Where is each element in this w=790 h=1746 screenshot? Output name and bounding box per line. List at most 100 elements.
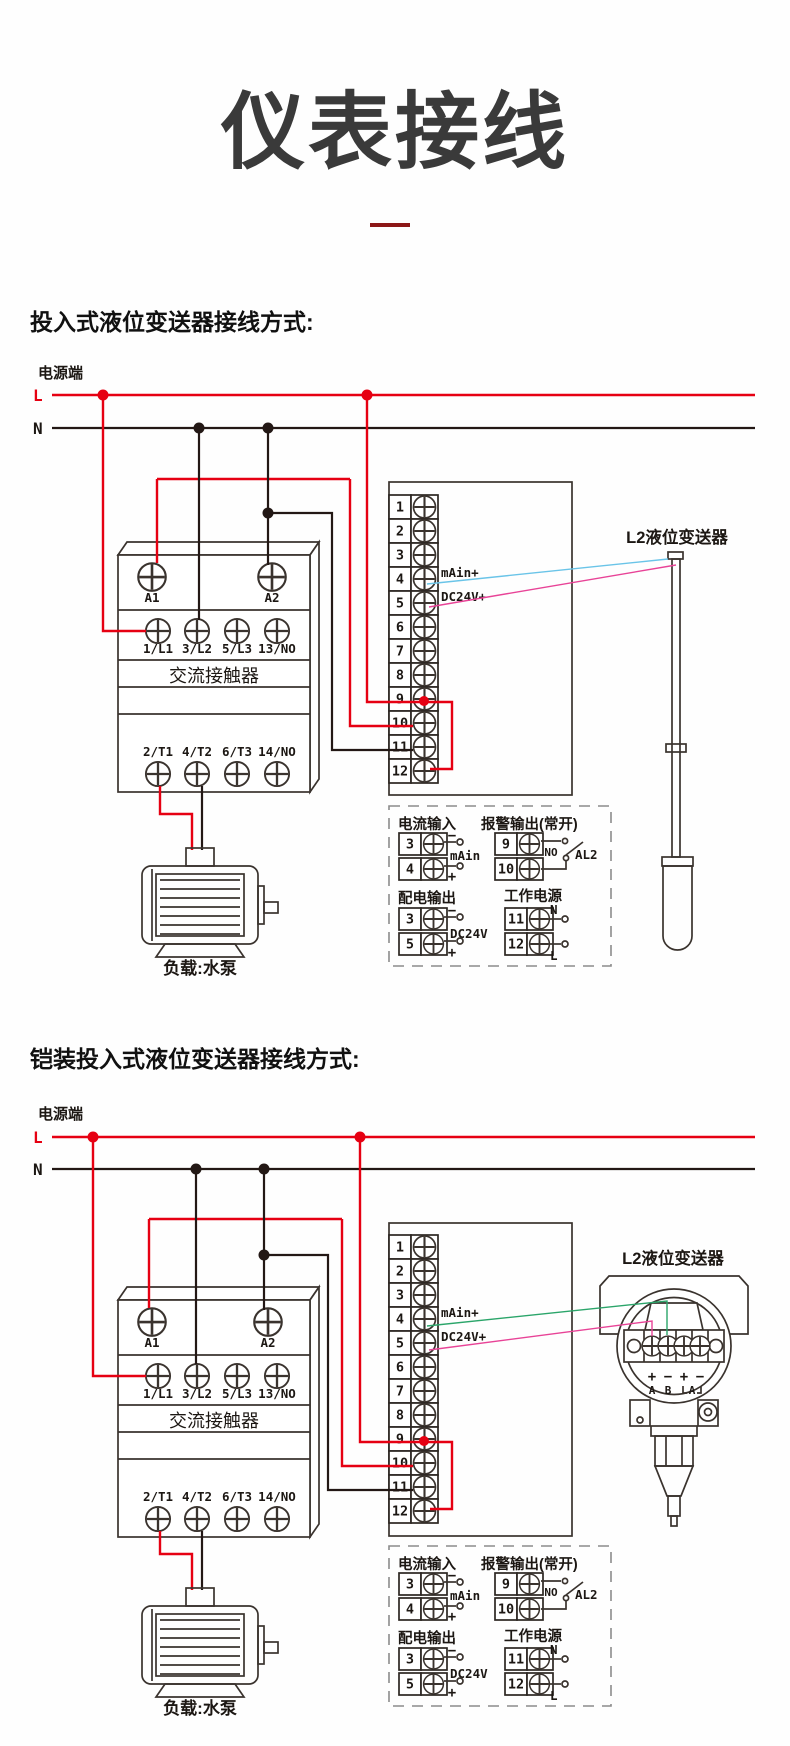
svg-text:8: 8 bbox=[396, 1408, 404, 1424]
svg-text:AL2: AL2 bbox=[575, 847, 598, 862]
pump-motor: 负载:水泵 bbox=[141, 1531, 279, 1718]
svg-text:3: 3 bbox=[406, 1652, 414, 1668]
svg-text:N: N bbox=[550, 902, 558, 917]
screw-terminal bbox=[136, 561, 168, 593]
svg-text:L: L bbox=[550, 1688, 558, 1703]
svg-text:5: 5 bbox=[396, 596, 404, 612]
svg-text:2/T1: 2/T1 bbox=[143, 1489, 173, 1504]
svg-text:−: − bbox=[696, 1369, 704, 1385]
svg-text:1: 1 bbox=[396, 500, 404, 516]
svg-text:7: 7 bbox=[396, 644, 404, 660]
svg-text:DC24V+: DC24V+ bbox=[441, 1329, 487, 1344]
screw-terminal bbox=[256, 561, 288, 593]
section1-heading: 投入式液位变送器接线方式: bbox=[30, 309, 314, 335]
svg-text:AL2: AL2 bbox=[575, 1587, 598, 1602]
ac-contactor: A1 A2 1/L1 3/L2 5/L3 13/NO 交流接触器 2/T1 4/… bbox=[116, 1284, 321, 1540]
svg-text:DC24V: DC24V bbox=[450, 1666, 488, 1681]
power-source-label: 电源端 bbox=[38, 1105, 83, 1123]
pump-motor: 负载:水泵 bbox=[141, 786, 279, 978]
svg-text:6/T3: 6/T3 bbox=[222, 1489, 252, 1504]
svg-text:12: 12 bbox=[392, 764, 408, 780]
svg-text:NO: NO bbox=[544, 846, 558, 859]
svg-text:13/NO: 13/NO bbox=[258, 641, 296, 656]
transmitter-label: L2液位变送器 bbox=[622, 1248, 724, 1268]
svg-text:10: 10 bbox=[498, 862, 514, 878]
svg-text:mAin+: mAin+ bbox=[441, 1305, 479, 1320]
svg-text:1/L1: 1/L1 bbox=[143, 1386, 173, 1401]
svg-text:报警输出(常开): 报警输出(常开) bbox=[481, 815, 578, 833]
svg-text:+: + bbox=[448, 945, 456, 961]
svg-text:−: − bbox=[448, 1643, 456, 1659]
svg-text:10: 10 bbox=[498, 1602, 514, 1618]
svg-text:+: + bbox=[648, 1369, 656, 1385]
svg-text:6: 6 bbox=[396, 1360, 404, 1376]
svg-text:8: 8 bbox=[396, 668, 404, 684]
ac-contactor: A1 A2 1/L1 3/L2 5/L3 13/NO 交流接触器 2/T1 4/… bbox=[116, 539, 321, 795]
terminal-detail-panel: 电流输入 3 4 − mAin + 报警输出(常开) 9 10 NO AL2 bbox=[388, 805, 612, 967]
svg-text:11: 11 bbox=[392, 1480, 408, 1496]
svg-text:9: 9 bbox=[502, 837, 510, 853]
svg-text:mAin: mAin bbox=[450, 1588, 480, 1603]
svg-text:14/NO: 14/NO bbox=[258, 744, 296, 759]
svg-text:NO: NO bbox=[544, 1586, 558, 1599]
svg-text:L: L bbox=[33, 1128, 43, 1147]
svg-text:5: 5 bbox=[406, 937, 414, 953]
signal-wire-dc24v bbox=[428, 1320, 653, 1351]
svg-text:+: + bbox=[448, 869, 456, 885]
line-N-label: N bbox=[33, 419, 43, 438]
svg-text:2: 2 bbox=[396, 1264, 404, 1280]
svg-text:3/L2: 3/L2 bbox=[182, 1386, 212, 1401]
svg-text:4: 4 bbox=[406, 862, 414, 878]
svg-text:4: 4 bbox=[396, 572, 404, 588]
title-underline bbox=[370, 223, 410, 227]
svg-text:12: 12 bbox=[392, 1504, 408, 1520]
svg-text:+: + bbox=[448, 1685, 456, 1701]
svg-text:工作电源: 工作电源 bbox=[504, 887, 562, 905]
svg-text:4: 4 bbox=[396, 1312, 404, 1328]
instrument-terminal-block: 1 2 3 4 5 6 7 8 9 10 11 12 mAin+ DC24V+ bbox=[388, 481, 573, 796]
svg-text:1/L1: 1/L1 bbox=[143, 641, 173, 656]
svg-text:B: B bbox=[665, 1384, 672, 1397]
svg-text:12: 12 bbox=[508, 937, 524, 953]
diagram-submersible: 电源端 L N A1 A2 1/L1 bbox=[33, 364, 755, 978]
svg-text:−: − bbox=[664, 1369, 672, 1385]
svg-text:10: 10 bbox=[392, 716, 408, 732]
svg-text:−: − bbox=[448, 903, 456, 919]
svg-text:A: A bbox=[649, 1384, 656, 1397]
svg-text:9: 9 bbox=[396, 692, 404, 708]
svg-text:5/L3: 5/L3 bbox=[222, 641, 252, 656]
svg-text:4/T2: 4/T2 bbox=[182, 744, 212, 759]
terminal-detail-panel: 电流输入 3 4 − mAin + 报警输出(常开) 9 10 NO AL2 bbox=[388, 1545, 612, 1707]
svg-text:A2: A2 bbox=[260, 1335, 275, 1350]
svg-text:13/NO: 13/NO bbox=[258, 1386, 296, 1401]
t5-signal-label: DC24V+ bbox=[441, 589, 487, 604]
svg-text:11: 11 bbox=[508, 912, 524, 928]
svg-text:+: + bbox=[680, 1369, 688, 1385]
svg-text:报警输出(常开): 报警输出(常开) bbox=[481, 1555, 578, 1573]
svg-text:1: 1 bbox=[396, 1240, 404, 1256]
signal-wire-dc24v bbox=[428, 564, 677, 608]
armored-transmitter: L2液位变送器 + − + − bbox=[599, 1248, 749, 1527]
svg-text:配电输出: 配电输出 bbox=[398, 889, 456, 907]
level-probe: L2液位变送器 bbox=[626, 527, 728, 951]
coil-a2-label: A2 bbox=[264, 590, 279, 605]
load-label: 负载:水泵 bbox=[163, 1698, 237, 1718]
svg-text:3: 3 bbox=[406, 837, 414, 853]
svg-text:3: 3 bbox=[396, 1288, 404, 1304]
svg-text:5: 5 bbox=[406, 1677, 414, 1693]
svg-text:−: − bbox=[448, 1568, 456, 1584]
svg-text:6/T3: 6/T3 bbox=[222, 744, 252, 759]
transmitter-label: L2液位变送器 bbox=[626, 527, 728, 547]
svg-text:N: N bbox=[550, 1642, 558, 1657]
svg-text:9: 9 bbox=[502, 1577, 510, 1593]
svg-text:+: + bbox=[448, 1609, 456, 1625]
power-wires bbox=[97, 389, 454, 771]
svg-text:9: 9 bbox=[396, 1432, 404, 1448]
svg-text:A: A bbox=[689, 1384, 696, 1397]
diagram-armored: 电源端 L N A1 A2 1/L1 bbox=[33, 1105, 755, 1718]
svg-text:12: 12 bbox=[508, 1677, 524, 1693]
contactor-name: 交流接触器 bbox=[169, 666, 259, 686]
svg-text:11: 11 bbox=[392, 740, 408, 756]
